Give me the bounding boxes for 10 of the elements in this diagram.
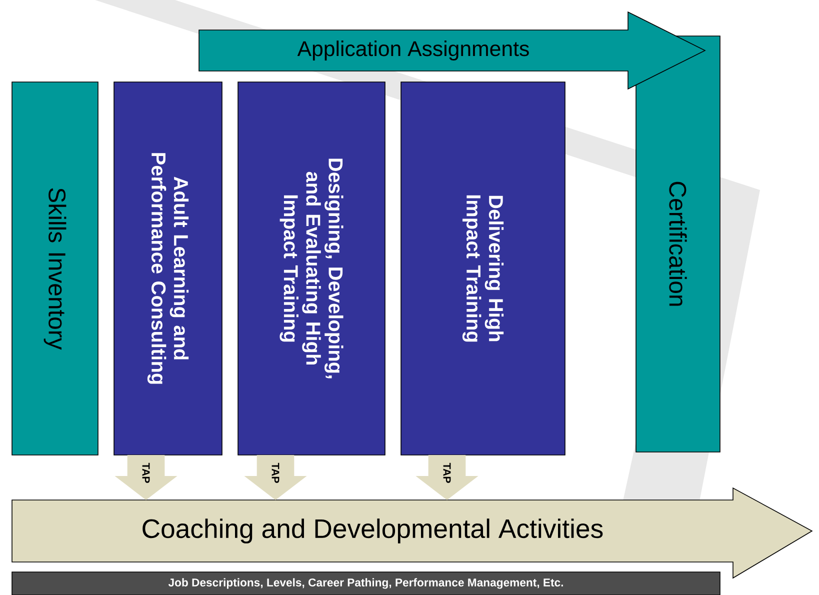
column-box: Adult Learning and Performance Consulting — [114, 82, 222, 456]
column-box: Designing, Developing, and Evaluating High Impact Training — [238, 82, 386, 456]
edge-label: TAP — [272, 462, 280, 483]
column-box: Certification — [636, 36, 720, 452]
arrow-banner: Application Assignments — [198, 11, 706, 90]
footer-bar: Job Descriptions, Levels, Career Pathing, Performance Management, Etc. — [12, 572, 720, 595]
column-box: Skills Inventory — [12, 82, 98, 456]
edge-label: TAP — [443, 462, 451, 483]
edge-label: TAP — [142, 462, 150, 483]
column-box: Delivering High Impact Training — [400, 82, 566, 456]
